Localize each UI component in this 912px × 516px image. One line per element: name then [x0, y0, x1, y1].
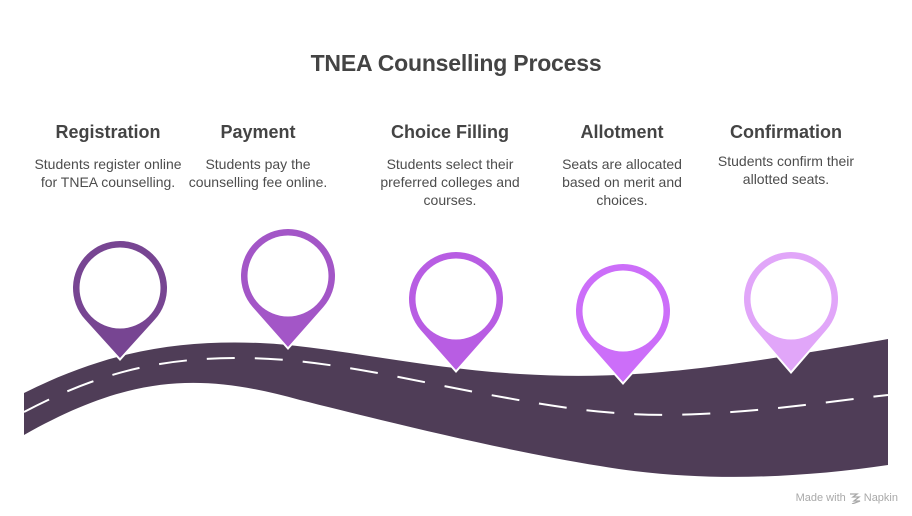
- pin-inner-circle: [415, 258, 497, 340]
- map-pin-icon: [573, 262, 672, 385]
- step-title: Confirmation: [730, 122, 842, 142]
- map-pin-icon: [71, 238, 169, 361]
- road-center-line: [23, 356, 889, 416]
- napkin-logo-icon: [849, 493, 861, 504]
- step-choice-filling: Choice Filling Students select their pre…: [375, 119, 525, 209]
- step-title: Registration: [55, 122, 161, 142]
- pin-inner-circle: [750, 258, 832, 340]
- pin-inner-circle: [79, 247, 161, 329]
- diagram-title: TNEA Counselling Process: [310, 50, 602, 76]
- step-allotment: Allotment Seats are allocated based on m…: [547, 119, 697, 209]
- road: [24, 339, 888, 477]
- map-pin-icon: [406, 250, 505, 373]
- step-title: Payment: [220, 122, 296, 142]
- made-with-label: Made with: [795, 492, 846, 504]
- napkin-brand-label: Napkin: [863, 492, 898, 504]
- map-pin-icon: [239, 227, 337, 350]
- step-confirmation: Confirmation Students confirm their allo…: [711, 119, 861, 188]
- footer-credit: Made with Napkin: [796, 492, 898, 504]
- step-description: Students register online for TNEA counse…: [34, 156, 182, 190]
- step-description: Students select their preferred colleges…: [380, 156, 520, 208]
- step-description: Seats are allocated based on merit and c…: [562, 156, 682, 208]
- step-registration: Registration Students register online fo…: [33, 119, 183, 191]
- pin-inner-circle: [247, 235, 329, 317]
- step-description: Students confirm their allotted seats.: [717, 153, 855, 187]
- pin-inner-circle: [582, 270, 664, 352]
- step-title: Choice Filling: [390, 122, 509, 142]
- step-payment: Payment Students pay the counselling fee…: [183, 119, 333, 191]
- map-pin-icon: [742, 250, 841, 374]
- step-title: Allotment: [580, 122, 664, 142]
- step-description: Students pay the counselling fee online.: [188, 156, 328, 190]
